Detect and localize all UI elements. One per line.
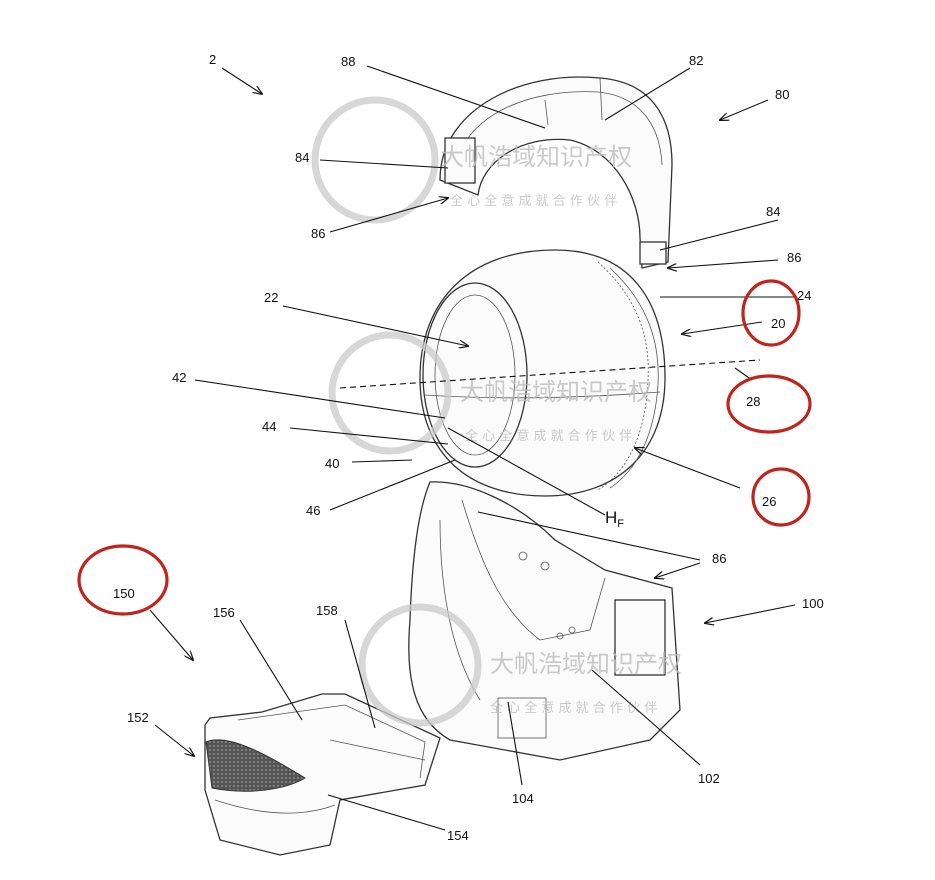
label-102: 102 — [698, 771, 720, 786]
label-152: 152 — [127, 710, 149, 725]
watermark-bottom: 大帆浩域知识产权 全 心 全 意 成 就 合 作 伙 伴 — [358, 603, 682, 727]
watermark-slogan: 全 心 全 意 成 就 合 作 伙 伴 — [465, 428, 632, 444]
watermark-title: 大帆浩域知识产权 — [460, 378, 652, 406]
watermark-title: 大帆浩域知识产权 — [490, 650, 682, 678]
label-86-right: 86 — [787, 250, 801, 265]
label-42: 42 — [172, 370, 186, 385]
label-150: 150 — [113, 586, 135, 601]
drum-20 — [419, 249, 666, 497]
label-80: 80 — [775, 87, 789, 102]
label-40: 40 — [325, 456, 339, 471]
label-24: 24 — [797, 288, 811, 303]
label-86-base: 86 — [712, 551, 726, 566]
drawer-150 — [204, 693, 441, 856]
leader-lines — [149, 65, 796, 831]
watermark-top: 大帆浩域知识产权 全 心 全 意 成 就 合 作 伙 伴 — [311, 96, 632, 224]
label-86-left: 86 — [311, 226, 325, 241]
highlight-circle-150 — [77, 544, 169, 616]
label-26: 26 — [762, 494, 776, 509]
highlight-circle-20 — [741, 279, 801, 347]
label-84-left: 84 — [295, 150, 309, 165]
label-44: 44 — [262, 419, 276, 434]
cover-80 — [439, 76, 673, 269]
watermark-slogan: 全 心 全 意 成 就 合 作 伙 伴 — [450, 193, 617, 209]
label-hf: HF — [605, 508, 624, 530]
reference-labels: 2 88 82 80 84 86 84 86 22 24 20 42 28 44… — [113, 52, 824, 843]
highlight-circle-26 — [751, 467, 811, 527]
label-154: 154 — [447, 828, 469, 843]
label-100: 100 — [802, 596, 824, 611]
label-156: 156 — [213, 605, 235, 620]
label-20: 20 — [771, 316, 785, 331]
watermark-slogan: 全 心 全 意 成 就 合 作 伙 伴 — [490, 700, 657, 716]
label-84-right: 84 — [766, 204, 780, 219]
label-158: 158 — [316, 603, 338, 618]
label-28: 28 — [746, 394, 760, 409]
watermark-middle: 大帆浩域知识产权 全 心 全 意 成 就 合 作 伙 伴 — [328, 331, 652, 455]
base-100 — [408, 481, 681, 761]
highlight-circle-28 — [726, 374, 812, 434]
label-104: 104 — [512, 791, 534, 806]
watermark-title: 大帆浩域知识产权 — [440, 143, 632, 171]
label-46: 46 — [306, 503, 320, 518]
label-2: 2 — [209, 52, 216, 67]
highlight-circles — [77, 279, 812, 616]
label-82: 82 — [689, 53, 703, 68]
label-22: 22 — [264, 290, 278, 305]
label-88: 88 — [341, 54, 355, 69]
